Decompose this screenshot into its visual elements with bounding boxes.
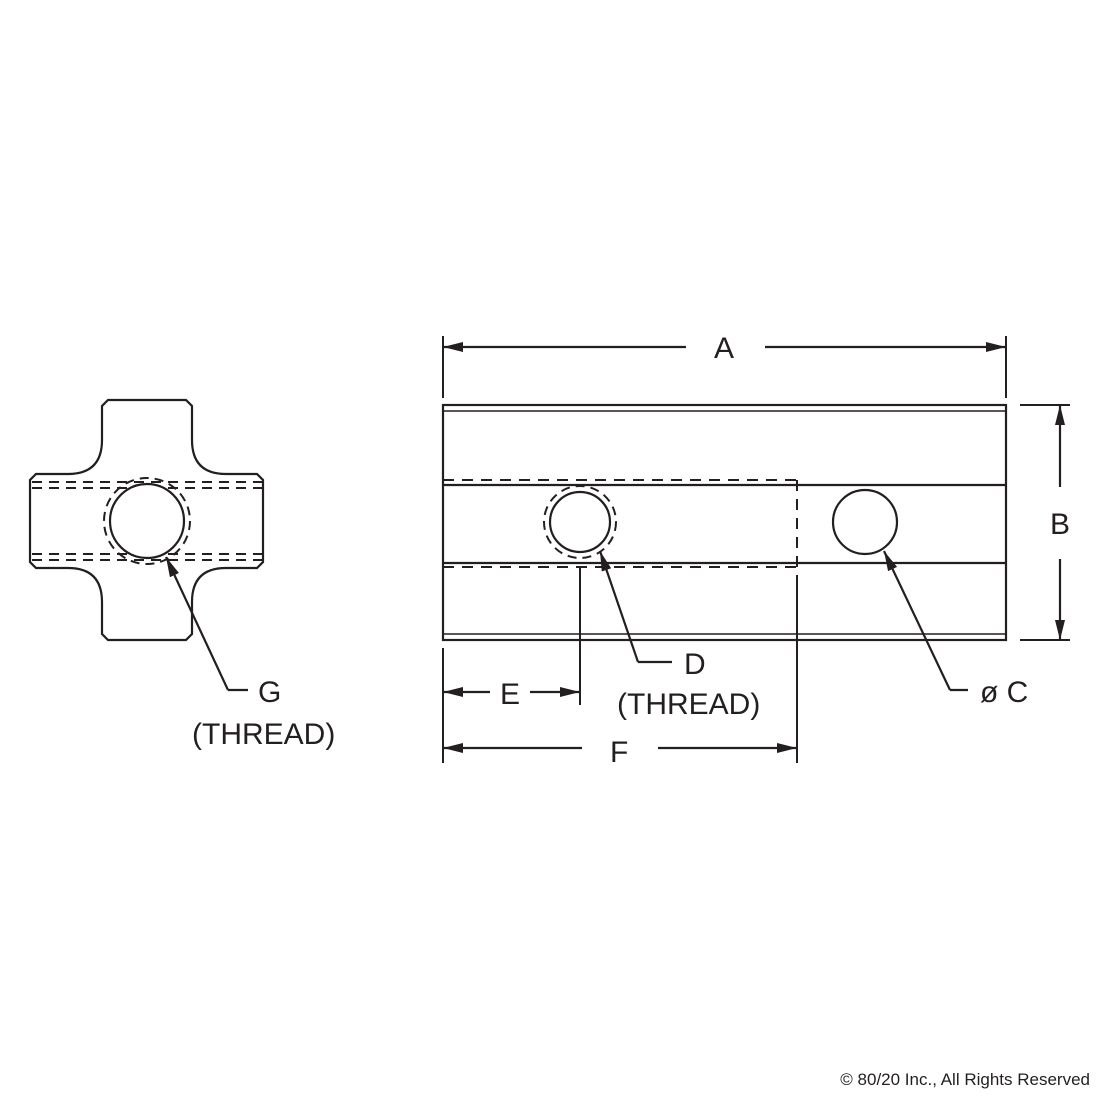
body-outline xyxy=(441,403,1008,642)
side-view xyxy=(441,336,1070,763)
label-c: ø C xyxy=(980,676,1028,709)
label-e: E xyxy=(500,678,520,711)
label-a: A xyxy=(714,332,734,365)
leader-c xyxy=(883,550,951,691)
thread-hidden-lines xyxy=(32,477,262,565)
copyright-notice: © 80/20 Inc., All Rights Reserved xyxy=(840,1070,1090,1089)
hidden-thread-region xyxy=(443,479,798,568)
label-d-thread: (THREAD) xyxy=(617,688,760,721)
threaded-hole-d xyxy=(548,490,612,554)
label-f: F xyxy=(610,736,628,769)
leader-g xyxy=(165,556,229,691)
end-view-hole xyxy=(108,482,186,560)
leader-d xyxy=(598,550,640,663)
label-g-thread: (THREAD) xyxy=(192,718,335,751)
cross-profile-outline xyxy=(28,398,265,642)
label-d: D xyxy=(684,648,706,681)
label-g: G xyxy=(258,676,281,709)
end-view xyxy=(28,398,265,692)
label-b: B xyxy=(1050,508,1070,541)
through-hole-c xyxy=(831,488,899,556)
